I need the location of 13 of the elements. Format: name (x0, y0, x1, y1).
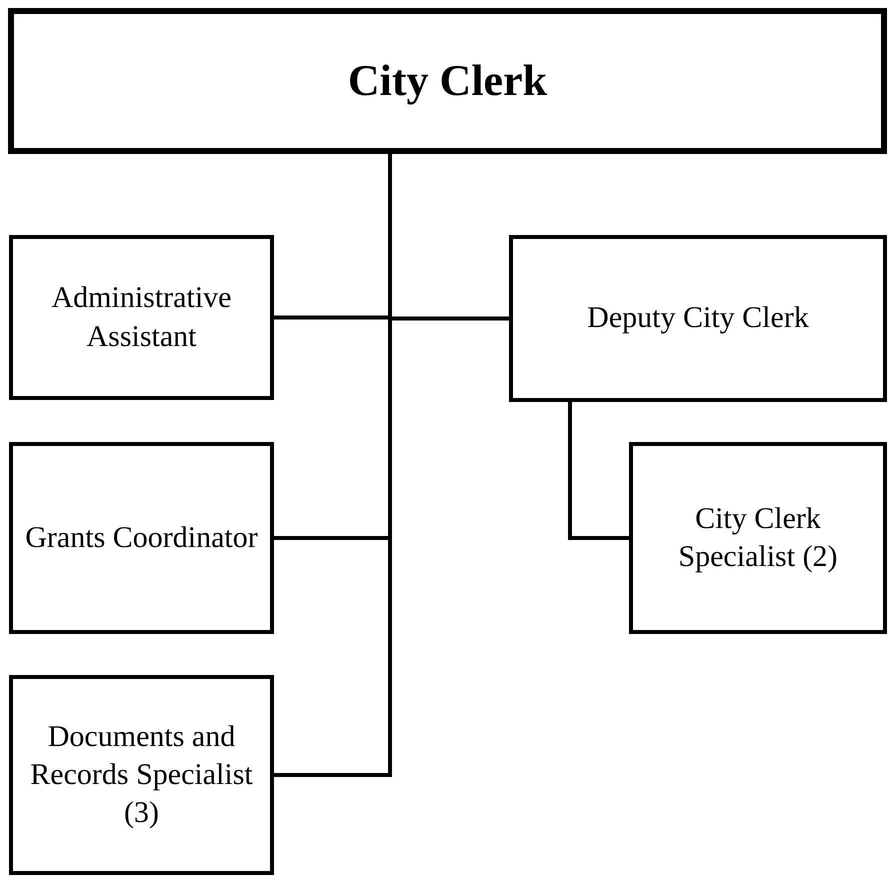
position-box (9, 675, 274, 875)
position-title: Documents and Records Specialist (3) (29, 718, 254, 832)
position-box (9, 235, 274, 400)
connector-line (568, 402, 629, 540)
position-title: City Clerk (346, 55, 548, 108)
position-title: City Clerk Specialist (2) (677, 500, 839, 575)
head-position-box (8, 8, 887, 154)
position-title: Grants Coordinator (24, 520, 259, 556)
position-title: Administrative Assistant (50, 280, 232, 354)
position-box (509, 235, 887, 402)
position-box (9, 442, 274, 634)
position-box (629, 442, 887, 634)
position-title: Deputy City Clerk (586, 300, 810, 336)
